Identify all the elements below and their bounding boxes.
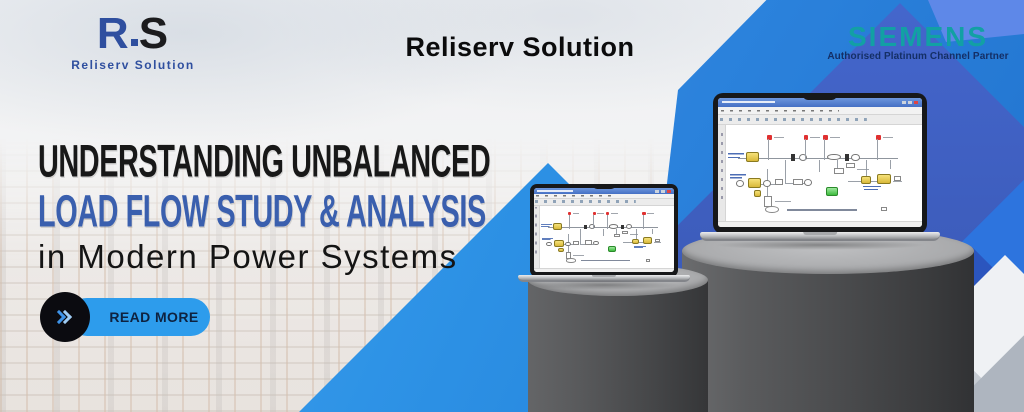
headline-line3: in Modern Power Systems bbox=[38, 238, 458, 275]
logo-letter-r: R bbox=[96, 9, 130, 58]
laptop-notch bbox=[802, 93, 838, 100]
simulink-diagram-canvas bbox=[726, 125, 922, 221]
partner-label: Authorised Platinum Channel Partner bbox=[827, 51, 1009, 63]
logo-subtitle: Reliserv Solution bbox=[71, 58, 195, 72]
pedestal-large bbox=[682, 228, 974, 412]
simulink-diagram-canvas bbox=[539, 205, 674, 268]
window-menubar bbox=[534, 193, 674, 199]
read-more-label[interactable]: READ MORE bbox=[68, 298, 210, 336]
laptop-screen bbox=[713, 93, 927, 234]
window-statusbar bbox=[534, 267, 674, 272]
window-toolbar bbox=[718, 114, 922, 126]
laptop-base bbox=[518, 275, 690, 282]
window-menubar bbox=[718, 107, 922, 115]
window-titlebar bbox=[534, 188, 674, 194]
window-toolstrip bbox=[534, 205, 540, 268]
window-toolstrip bbox=[718, 125, 727, 221]
headline: UNDERSTANDING UNBALANCED LOAD FLOW STUDY… bbox=[38, 130, 603, 276]
laptop-screen bbox=[530, 184, 678, 277]
cta-circle[interactable] bbox=[40, 292, 90, 342]
simulink-window bbox=[534, 188, 674, 272]
headline-line2: LOAD FLOW STUDY & ANALYSIS bbox=[38, 185, 486, 237]
laptop-large bbox=[700, 93, 940, 250]
window-toolbar bbox=[534, 198, 674, 206]
siemens-logo: SIEMENS bbox=[847, 21, 989, 52]
laptop-small bbox=[518, 184, 690, 290]
pedestal-body bbox=[528, 280, 708, 412]
laptop-notch bbox=[592, 184, 616, 189]
window-titlebar bbox=[718, 98, 922, 108]
siemens-partner-badge: SIEMENS Authorised Platinum Channel Part… bbox=[820, 21, 1016, 63]
page-title: Reliserv Solution bbox=[405, 32, 635, 62]
pedestal-body bbox=[682, 251, 974, 412]
laptop-base bbox=[700, 232, 940, 241]
headline-line1: UNDERSTANDING UNBALANCED bbox=[38, 135, 491, 187]
logo-letter-s: S bbox=[138, 9, 170, 58]
logo-dot bbox=[130, 39, 138, 46]
simulink-window bbox=[718, 98, 922, 227]
window-statusbar bbox=[718, 220, 922, 227]
read-more-button[interactable]: READ MORE bbox=[40, 292, 210, 342]
